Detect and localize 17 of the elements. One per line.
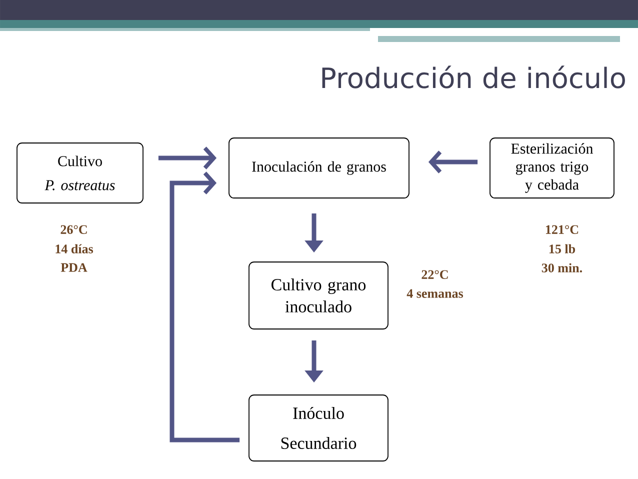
condition-text: 26°C [60,225,87,234]
title: Producción de inóculo [322,66,625,88]
process-box: Cultivo grano inoculado [248,262,388,330]
arrow [170,172,240,442]
arrow [158,146,217,170]
condition-text: 14 días [56,244,93,254]
condition-text: 15 lb [549,244,575,254]
process-box: Inóculo Secundario [248,394,388,462]
condition-text: PDA [60,263,88,272]
arrow [428,150,478,174]
condition-text: 22°C [422,270,448,279]
condition-text: 30 min. [542,263,582,272]
process-box: Inoculación de granos [228,138,410,198]
process-box: Esterilización granos trigo y cebada [490,138,614,198]
condition-text: 121°C [546,225,578,234]
condition-text: 4 semanas [406,289,464,298]
process-box: Cultivo P. ostreatus [16,142,144,204]
